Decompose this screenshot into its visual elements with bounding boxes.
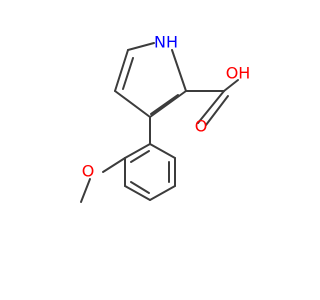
atom-label-carbonyl-oxygen: O [195,117,208,136]
bond-c5-n1 [127,42,155,51]
bond-ph6-ph1 [124,143,151,159]
bond-ph3-ph4 [149,185,176,201]
bond-c4-c5-inner [122,57,134,90]
atom-label-n: N [154,33,166,52]
atom-label-nh: H [166,33,178,52]
bond-ccooh-o-right [205,95,229,126]
bond-n1-c2 [171,49,187,92]
atom-label-ether-oxygen: O [82,162,95,181]
bond-ph4-ph5 [124,185,151,201]
structure-canvas: N H OH O O [80,33,251,203]
bond-c3-c4 [114,90,151,118]
bond-c2-c3 [149,90,187,118]
atom-label-hydroxyl: OH [226,64,251,83]
bond-c4-c5 [114,49,129,92]
bond-oether-ch3 [80,178,91,203]
bond-ph6-oether [102,157,126,173]
bond-ccooh-o-left [197,90,225,124]
molecule-diagram: N H OH O O [80,33,251,203]
bond-ccooh-oh [223,79,239,92]
bond-c2-c3-inner [150,94,179,115]
bond-ph1-ph2 [149,143,176,159]
bond-ph4-ph5-inner [130,181,150,194]
bond-ph6-ph1-inner [130,150,150,163]
